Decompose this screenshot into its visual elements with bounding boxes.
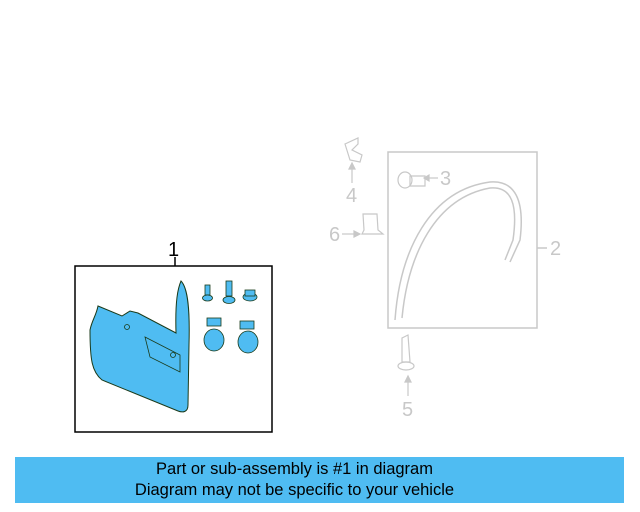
part-1-group[interactable]: 1 (74, 239, 273, 433)
wheel-arch-molding[interactable] (394, 181, 522, 321)
part-5-group[interactable]: 5 (397, 334, 415, 421)
mud-flap[interactable] (89, 280, 190, 413)
callout-1[interactable]: 1 (168, 239, 179, 261)
clamp-icon (203, 317, 259, 354)
part-2-box (387, 151, 538, 329)
part-6-group[interactable]: 6 (329, 213, 385, 246)
nut-insert-icon (361, 213, 385, 235)
callout-6: 6 (329, 224, 340, 246)
part-3-group[interactable]: 3 (397, 168, 451, 190)
mud-flap-bracket (144, 336, 181, 373)
retainer-icon (344, 137, 363, 163)
part-4-group[interactable]: 4 (344, 137, 363, 207)
callout-2[interactable]: 2 (550, 238, 561, 260)
small-bolt-icon (202, 284, 213, 302)
clip-icon (397, 171, 413, 189)
banner-line-2: Diagram may not be specific to your vehi… (134, 481, 455, 499)
callout-3: 3 (440, 168, 451, 190)
screw-icon (401, 334, 411, 363)
nut-icon (242, 289, 258, 302)
large-bolt-icon (222, 280, 236, 304)
banner-line-1: Part or sub-assembly is #1 in diagram (156, 460, 433, 478)
part-2-group[interactable]: 2 (387, 151, 561, 329)
info-banner: Part or sub-assembly is #1 in diagram Di… (15, 457, 624, 503)
callout-4: 4 (346, 185, 357, 207)
callout-5: 5 (402, 399, 413, 421)
